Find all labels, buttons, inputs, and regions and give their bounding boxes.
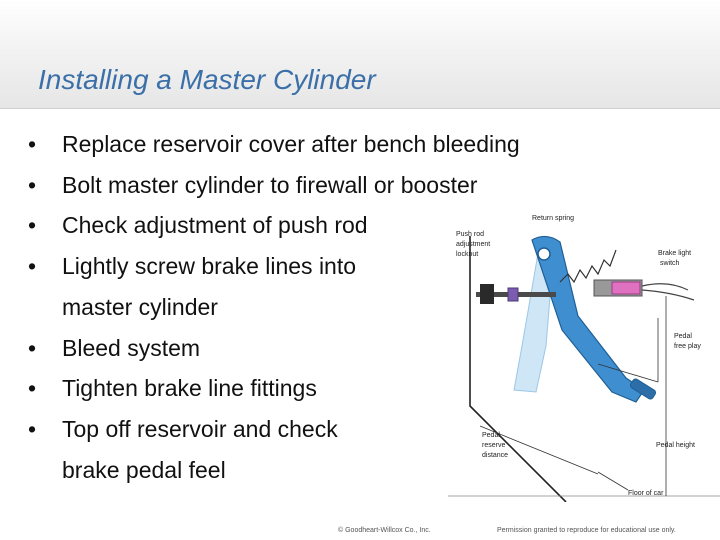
bullet-dot: • (28, 171, 37, 198)
label-push-rod-2: adjustment (456, 241, 490, 248)
pedal-pad (629, 378, 657, 400)
bullet-dot: • (28, 253, 37, 280)
bullet-text: brake pedal feel (62, 456, 226, 483)
bullet-text: Lightly screw brake lines into (62, 253, 357, 280)
bullet-item: • Check adjustment of push rod (28, 205, 520, 246)
bullet-text: master cylinder (62, 293, 218, 320)
bullet-text: Bolt master cylinder to firewall or boos… (62, 171, 478, 198)
bullet-dot: • (28, 415, 37, 442)
adjustment-locknut (507, 287, 519, 302)
switch-wires (641, 283, 695, 301)
bullet-dot: • (28, 334, 37, 361)
label-pedal-height: Pedal height (656, 442, 695, 449)
bullet-dot: • (28, 375, 37, 402)
reserve-leader (479, 425, 599, 475)
label-brake-light-2: switch (660, 260, 680, 267)
brake-pedal-arm (531, 235, 645, 403)
label-free-play-2: free play (674, 343, 701, 350)
bullet-dot: • (28, 131, 37, 157)
bullet-text: Bleed system (62, 334, 201, 361)
bullet-text: Top off reservoir and check (62, 415, 338, 442)
floor-leader (597, 471, 629, 491)
bullet-item: • Bleed system (28, 328, 520, 369)
bullet-item: • Replace reservoir cover after bench ble… (28, 124, 520, 165)
slide-title: Installing a Master Cylinder (38, 64, 376, 95)
label-brake-light-1: Brake light (658, 250, 691, 257)
bullet-text: Check adjustment of push rod (62, 212, 368, 239)
bullet-item: • Bolt master cylinder to firewall or boo… (28, 165, 520, 206)
bullet-dot: • (28, 212, 37, 239)
footer-copyright: © Goodheart-Willcox Co., Inc. (338, 527, 431, 534)
bullet-continuation: master cylinder (28, 287, 520, 328)
label-free-play-1: Pedal (674, 333, 692, 340)
label-reserve-2: reserve (482, 442, 505, 449)
label-return-spring: Return spring (532, 215, 574, 222)
label-push-rod-3: locknut (456, 251, 478, 258)
brake-light-switch (611, 281, 641, 295)
pivot-icon (537, 247, 551, 261)
label-reserve-3: distance (482, 452, 508, 459)
label-push-rod-1: Push rod (456, 231, 484, 238)
bullet-item: • Tighten brake line fittings (28, 368, 520, 409)
label-floor-of-car: Floor of car (628, 490, 664, 497)
bullet-item: • Lightly screw brake lines into (28, 246, 520, 287)
bullet-list: • Replace reservoir cover after bench ble… (28, 124, 520, 490)
title-band (0, 0, 720, 108)
title-divider (0, 108, 720, 109)
footer-permission: Permission granted to reproduce for educ… (497, 527, 676, 534)
return-spring (559, 249, 617, 284)
bullet-text: Tighten brake line fittings (62, 375, 317, 402)
free-play-leader (597, 363, 659, 383)
label-reserve-1: Pedal (482, 432, 500, 439)
brake-pedal-diagram: Return spring Push rod adjustment locknu… (448, 215, 720, 502)
master-cylinder-stub (480, 284, 494, 304)
bullet-text: Replace reservoir cover after bench blee… (62, 131, 520, 157)
bullet-continuation: brake pedal feel (28, 450, 520, 491)
firewall-floor-outline (469, 236, 567, 502)
bullet-item: • Top off reservoir and check (28, 409, 520, 450)
